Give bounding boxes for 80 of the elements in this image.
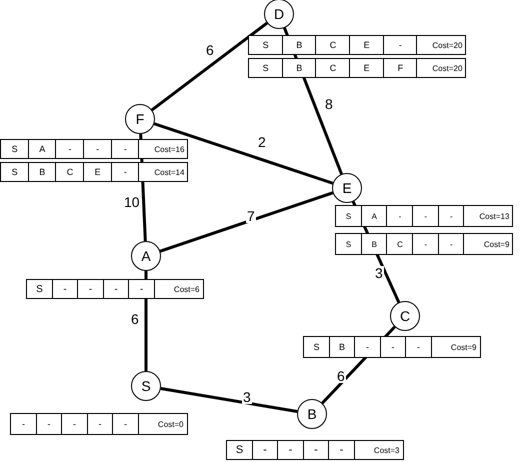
table-cell: B (360, 233, 388, 255)
edge-weight-label: 3 (242, 390, 252, 404)
table-cell: - (36, 413, 62, 435)
table-cell: B (28, 162, 57, 182)
table-cell: - (380, 336, 406, 358)
edge-line (154, 122, 334, 185)
table-cell: S (248, 35, 284, 55)
table-cell: - (52, 279, 78, 299)
table-cell: - (412, 233, 440, 255)
table-cell: Cost=20 (416, 35, 466, 55)
table-cell: S (335, 233, 362, 255)
table-cell: - (77, 279, 104, 299)
table-cell: - (86, 413, 114, 435)
table-cell: S (226, 440, 253, 460)
table-cell: - (382, 35, 418, 55)
table-cell: Cost=6 (154, 279, 204, 299)
table-cell: Cost=16 (138, 139, 188, 159)
table-cell: - (302, 440, 330, 460)
table-cell: B (282, 58, 317, 78)
vertex-circle: S (131, 371, 161, 401)
edge-weight-label: 2 (257, 135, 267, 149)
table-cell: E (83, 162, 112, 182)
table-cell: C (315, 35, 351, 55)
table-cell: S (335, 205, 362, 227)
table-cell: - (328, 440, 355, 460)
table-cell: S (0, 162, 30, 182)
table-cell: - (354, 336, 381, 358)
table-cell: Cost=9 (430, 336, 480, 358)
table-cell: - (277, 440, 304, 460)
edge-line (160, 191, 334, 253)
vertex-circle: B (297, 399, 327, 429)
table-cell: B (328, 336, 356, 358)
table-cell: Cost=9 (463, 233, 514, 255)
table-cell: C (55, 162, 85, 182)
vertex-circle: D (264, 0, 294, 29)
table-cell: E (349, 58, 384, 78)
table-cell: A (28, 139, 57, 159)
table-cell: S (0, 139, 30, 159)
table-cell: - (102, 279, 130, 299)
table-cell: - (405, 336, 432, 358)
table-cell: - (110, 139, 140, 159)
table-cell: Cost=13 (463, 205, 514, 227)
table-cell: - (438, 205, 465, 227)
table-cell: Cost=3 (354, 440, 404, 460)
vertex-circle: E (332, 173, 362, 203)
table-cell: S (303, 336, 330, 358)
table-cell: - (61, 413, 88, 435)
table-cell: C (315, 58, 351, 78)
edge-line (160, 387, 298, 413)
table-cell: B (282, 35, 317, 55)
table-cell: Cost=0 (138, 413, 188, 435)
table-cell: E (349, 35, 384, 55)
table-cell: - (110, 162, 140, 182)
vertex-circle: F (125, 104, 155, 134)
table-cell: - (252, 440, 278, 460)
table-cell: F (382, 58, 418, 78)
table-cell: - (128, 279, 155, 299)
table-cell: - (438, 233, 465, 255)
edge-weight-label: 10 (123, 195, 141, 209)
table-cell: - (83, 139, 112, 159)
table-cell: S (248, 58, 284, 78)
table-cell: S (26, 279, 53, 299)
vertex-circle: C (390, 301, 420, 331)
table-cell: Cost=14 (138, 162, 188, 182)
table-cell: - (55, 139, 85, 159)
table-cell: Cost=20 (416, 58, 466, 78)
table-cell: - (10, 413, 37, 435)
edge-weight-label: 6 (130, 312, 140, 326)
edge-weight-label: 7 (246, 209, 256, 223)
edge-line (151, 22, 268, 112)
table-cell: - (412, 205, 440, 227)
edge-weight-label: 6 (205, 43, 215, 57)
table-cell: A (360, 205, 388, 227)
table-cell: - (386, 205, 414, 227)
vertex-circle: A (131, 241, 161, 271)
edge-weight-label: 6 (336, 369, 346, 383)
edge-weight-label: 3 (374, 266, 384, 280)
table-cell: C (386, 233, 414, 255)
edge-weight-label: 8 (324, 97, 334, 111)
table-cell: - (112, 413, 139, 435)
